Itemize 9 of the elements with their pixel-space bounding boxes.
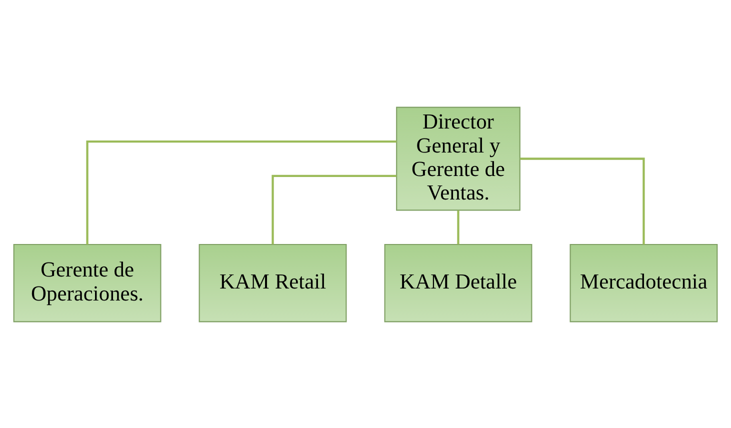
- connector: [272, 174, 396, 244]
- node-box: Mercadotecnia: [570, 243, 718, 322]
- node-box: Director General y Gerente de Ventas.: [396, 106, 520, 210]
- connector: [86, 140, 397, 244]
- node-box: Gerente de Operaciones.: [13, 243, 162, 322]
- node-box: KAM Retail: [198, 243, 347, 322]
- connector: [520, 157, 645, 244]
- node-box: KAM Detalle: [384, 243, 532, 322]
- connector: [457, 210, 460, 244]
